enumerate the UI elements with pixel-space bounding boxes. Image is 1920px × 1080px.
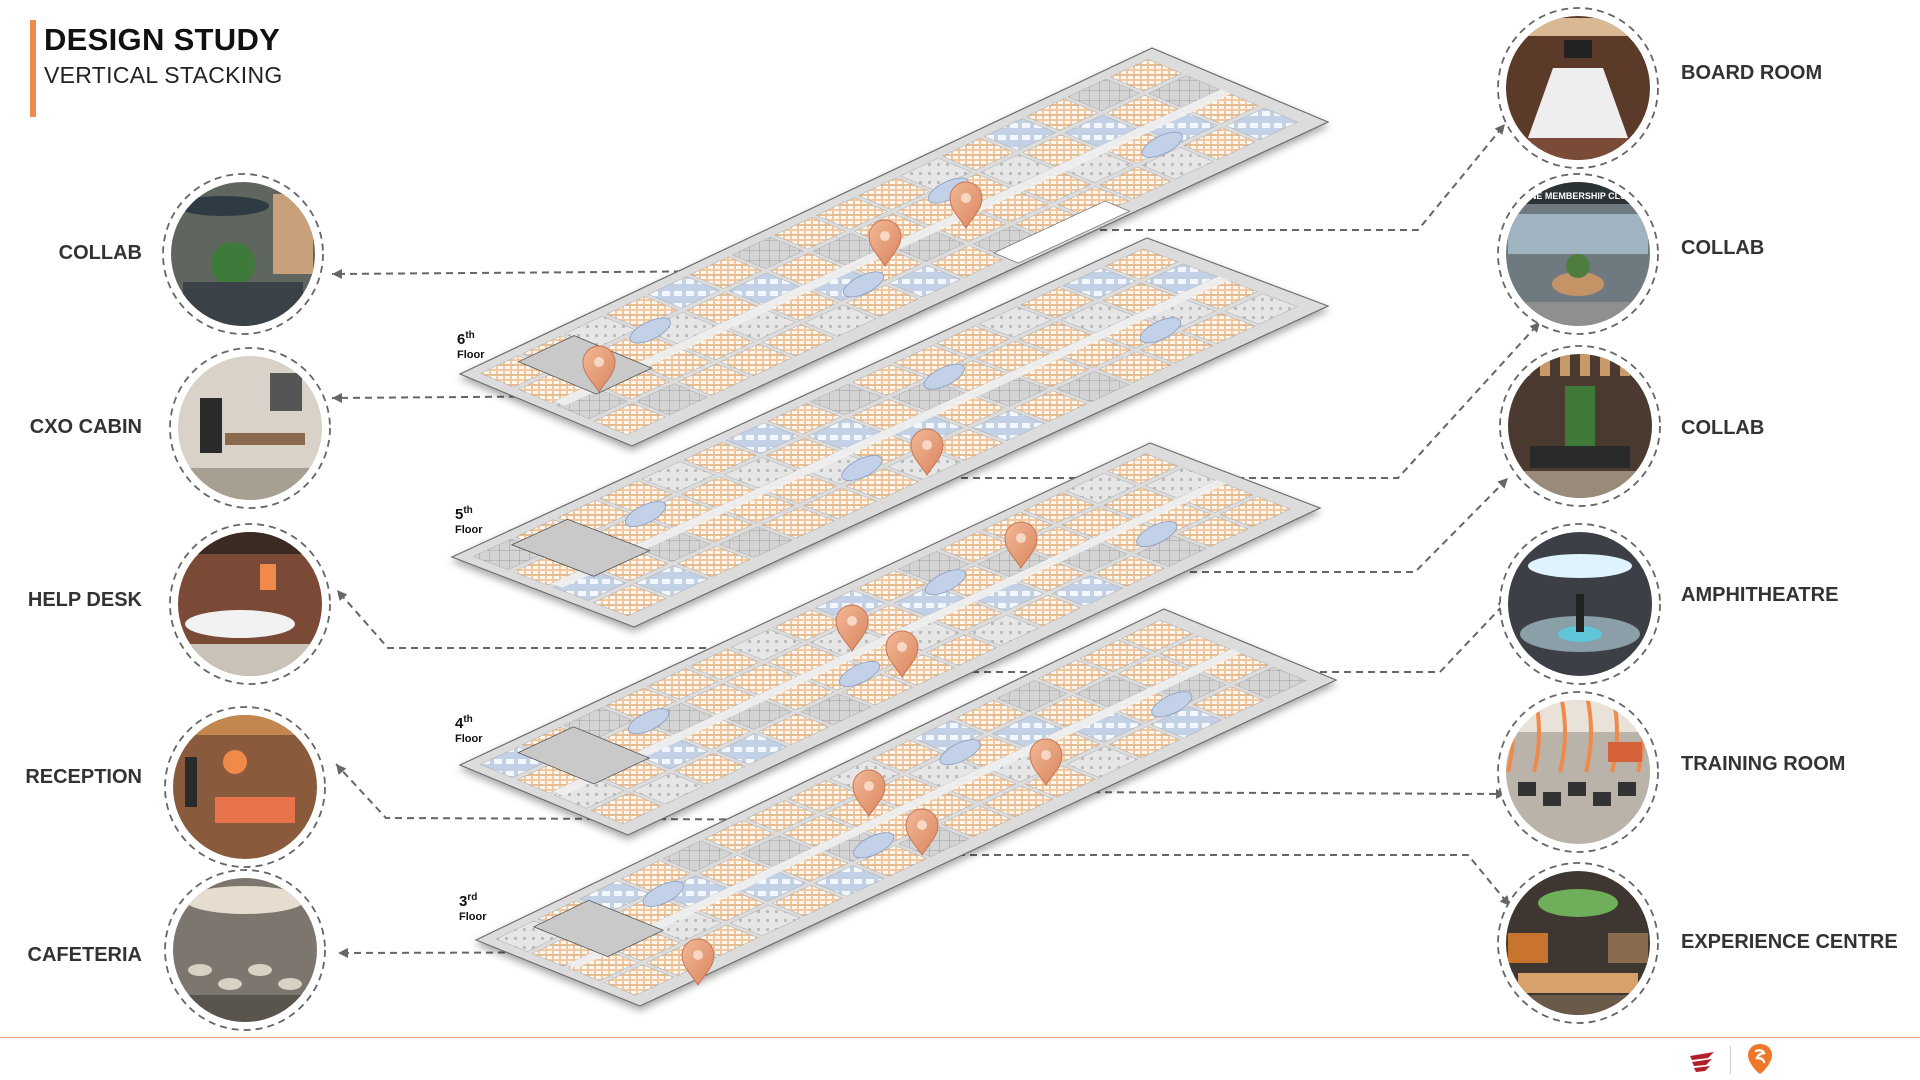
arrowhead-icon: [338, 948, 348, 958]
space-thumbnail-boardroom: [1497, 7, 1659, 169]
thumbnails-layer: ONE MEMBERSHIP CLUB: [162, 7, 1661, 1031]
map-pin-icon: [1029, 738, 1063, 786]
floor-plates-layer: [450, 47, 1338, 1007]
arrowhead-icon: [1499, 895, 1510, 906]
connector-line: [968, 123, 1506, 231]
space-label-right-5: EXPERIENCE CENTRE: [1681, 931, 1898, 953]
space-label-left-4: CAFETERIA: [27, 944, 142, 966]
map-pin-icon: [910, 428, 944, 476]
floor-number: 6: [457, 331, 466, 348]
floor-number: 3: [459, 893, 468, 910]
connector-line: [331, 269, 886, 275]
space-label-left-1: CXO CABIN: [29, 416, 142, 438]
floor-plate-5: [450, 237, 1330, 628]
footer-divider: [0, 1037, 1920, 1038]
floor-suffix: rd: [467, 892, 478, 903]
space-thumbnail-collab: [162, 173, 324, 335]
map-pin-icon: [1004, 521, 1038, 569]
space-thumbnail-cabin: [169, 347, 331, 509]
space-label-left-2: HELP DESK: [27, 589, 142, 611]
space-thumbnail-helpdesk: [169, 523, 331, 685]
arrowhead-icon: [1497, 478, 1508, 489]
connector-line: [336, 589, 850, 649]
map-pin-icon: [868, 219, 902, 267]
arrowhead-icon: [332, 269, 342, 279]
connector-line: [1022, 477, 1509, 573]
space-thumbnail-collab3: [1499, 345, 1661, 507]
space-thumbnail-cafeteria: [164, 869, 326, 1031]
connector-line: [331, 395, 601, 399]
floor-suffix: th: [465, 330, 475, 341]
map-pin-icon: [905, 808, 939, 856]
space-thumbnail-training: [1497, 691, 1659, 853]
floor-word: Floor: [459, 911, 487, 923]
arrowhead-icon: [337, 590, 348, 601]
arrowhead-icon: [336, 764, 347, 775]
page-title: DESIGN STUDY: [44, 22, 281, 57]
space-label-left-3: RECEPTION: [25, 766, 142, 788]
space-thumbnail-collab2: ONE MEMBERSHIP CLUB: [1497, 173, 1659, 335]
map-pin-icon: [582, 345, 616, 393]
space-label-right-1: COLLAB: [1681, 237, 1765, 259]
connector-line: [1044, 791, 1507, 795]
space-thumbnail-experience: [1497, 862, 1659, 1024]
floor-word: Floor: [457, 349, 485, 361]
space-label-right-0: BOARD ROOM: [1681, 62, 1823, 84]
space-label-right-3: AMPHITHEATRE: [1681, 584, 1839, 606]
floor-word: Floor: [455, 733, 483, 745]
pins-layer: [582, 181, 1063, 986]
logo-separator: [1730, 1046, 1731, 1074]
space-label-right-4: TRAINING ROOM: [1681, 753, 1846, 775]
connector-line: [922, 854, 1511, 907]
signage-text: ONE MEMBERSHIP CLUB: [1523, 191, 1634, 201]
floor-number: 4: [455, 715, 464, 732]
map-pin-icon: [885, 630, 919, 678]
floor-plate-3: [474, 608, 1338, 1007]
map-pin-icon: [835, 604, 869, 652]
map-pin-icon: [949, 181, 983, 229]
floor-suffix: th: [463, 714, 473, 725]
arrowhead-icon: [1529, 322, 1540, 333]
connector-line: [335, 763, 871, 821]
space-label-left-0: COLLAB: [58, 242, 142, 264]
space-thumbnail-amphi: [1499, 523, 1661, 685]
space-thumbnail-reception: [164, 706, 326, 868]
arrowhead-icon: [1494, 124, 1505, 135]
floor-word: Floor: [455, 524, 483, 536]
title-block: DESIGN STUDY VERTICAL STACKING: [30, 20, 283, 117]
map-pin-icon: [852, 769, 886, 817]
page-subtitle: VERTICAL STACKING: [44, 62, 283, 88]
arrowhead-icon: [332, 393, 342, 403]
space-label-right-2: COLLAB: [1681, 417, 1765, 439]
brand-logo-icon: [1748, 1044, 1772, 1074]
floor-suffix: th: [463, 505, 473, 516]
airline-logo-icon: [1690, 1052, 1714, 1072]
map-pin-icon: [681, 938, 715, 986]
floor-number: 5: [455, 506, 464, 523]
